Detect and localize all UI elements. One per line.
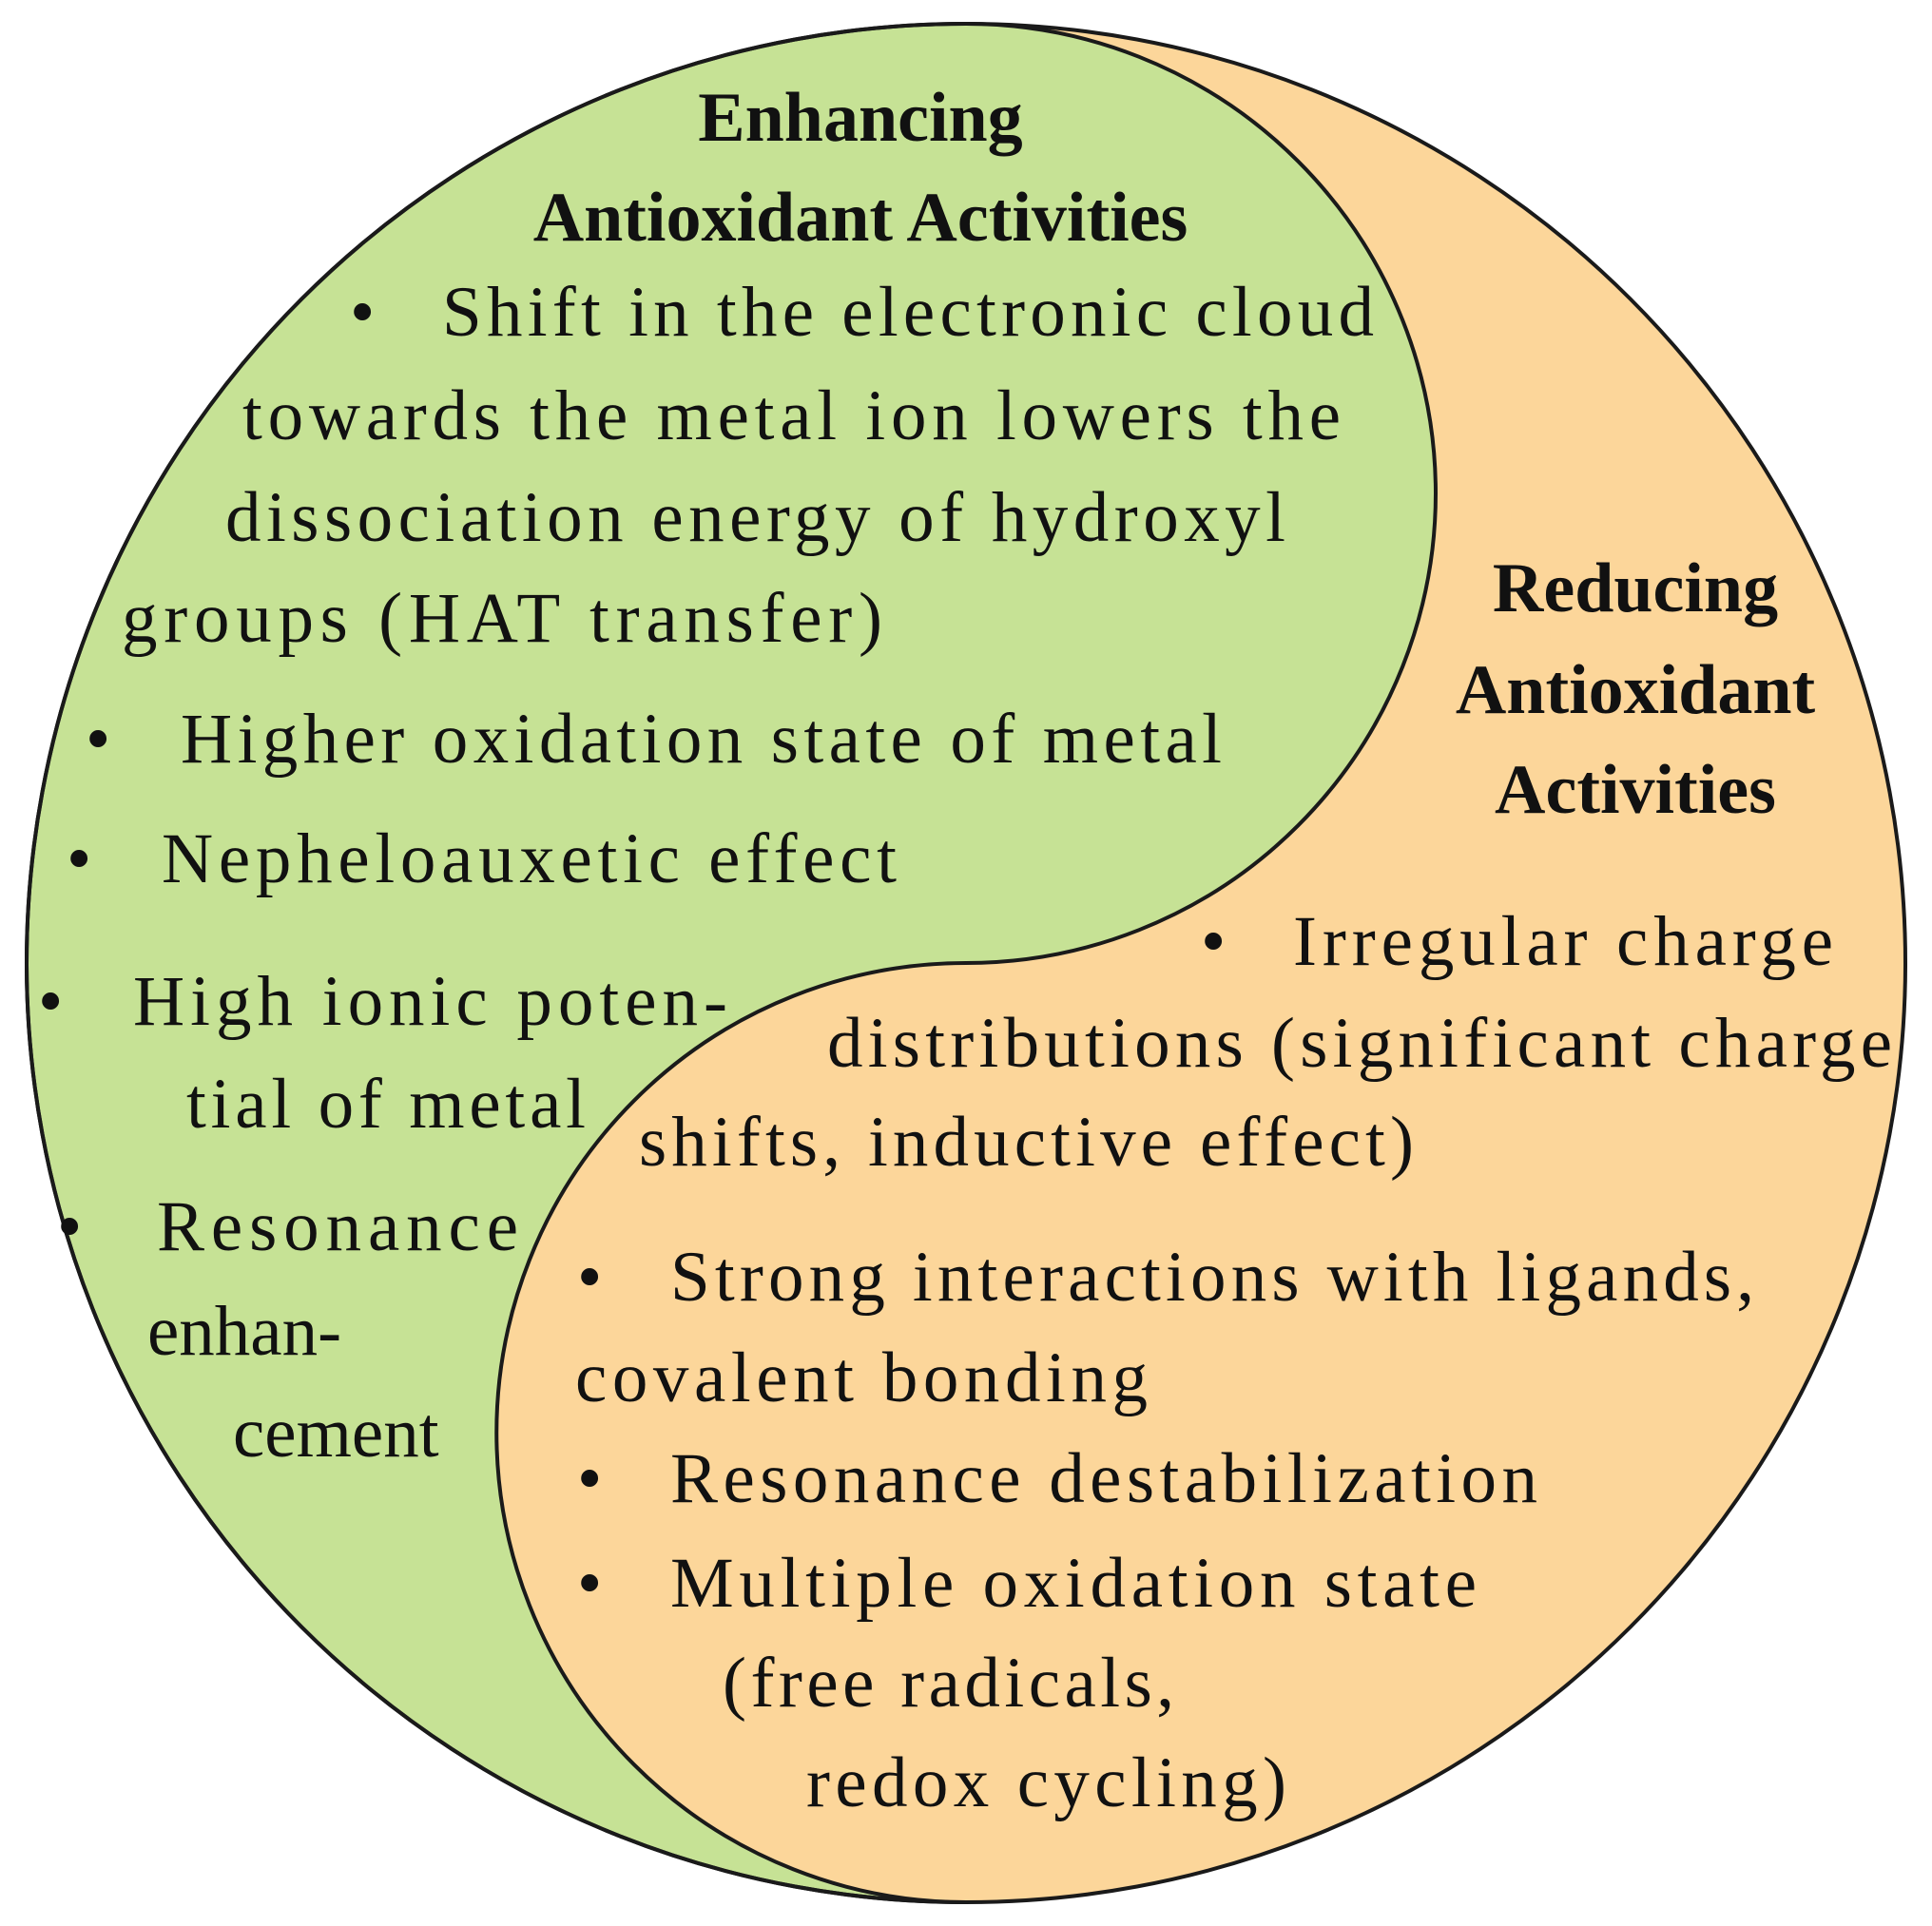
reducing-item-4-line-1: Multiple oxidation state bbox=[670, 1544, 1477, 1623]
reducing-item-1-line-3: shifts, inductive effect) bbox=[639, 1103, 1414, 1182]
enhancing-item-5-line-2: enhan- bbox=[147, 1292, 341, 1371]
enhancing-item-5-line-1: Resonance bbox=[157, 1187, 518, 1266]
reducing-item-3-line-1: Resonance destabilization bbox=[670, 1439, 1537, 1518]
reducing-bullet-1: • bbox=[1201, 902, 1226, 981]
reducing-item-2-line-2: covalent bonding bbox=[575, 1339, 1148, 1417]
reducing-item-1-line-1: Irregular charge bbox=[1293, 902, 1833, 981]
reducing-bullet-2: • bbox=[577, 1238, 602, 1317]
reducing-title-line1: Reducing bbox=[1493, 549, 1778, 627]
reducing-item-4-line-2: (free radicals, bbox=[723, 1644, 1174, 1723]
reducing-title-line3: Activities bbox=[1495, 751, 1776, 829]
enhancing-item-1-line-4: groups (HAT transfer) bbox=[122, 579, 882, 658]
reducing-title-line2: Antioxidant bbox=[1456, 651, 1816, 729]
enhancing-bullet-2: • bbox=[86, 700, 110, 779]
enhancing-item-1-line-3: dissociation energy of hydroxyl bbox=[225, 478, 1285, 557]
enhancing-bullet-5: • bbox=[57, 1187, 82, 1266]
enhancing-item-1-line-1: Shift in the electronic cloud bbox=[442, 273, 1374, 352]
enhancing-bullet-1: • bbox=[350, 273, 375, 352]
enhancing-bullet-4: • bbox=[38, 962, 63, 1041]
enhancing-section: Enhancing Antioxidant Activities • Shift… bbox=[38, 79, 1374, 1473]
reducing-item-1-line-2: distributions (significant charge bbox=[827, 1004, 1892, 1083]
reducing-section: Reducing Antioxidant Activities • Irregu… bbox=[575, 549, 1892, 1822]
enhancing-item-4-line-1: High ionic poten- bbox=[133, 962, 727, 1041]
reducing-bullet-3: • bbox=[577, 1439, 602, 1518]
enhancing-title-line2: Antioxidant Activities bbox=[533, 179, 1188, 257]
reducing-item-4-line-3: redox cycling) bbox=[806, 1743, 1286, 1822]
enhancing-item-3-line-1: Nepheloauxetic effect bbox=[162, 819, 897, 898]
reducing-bullet-4: • bbox=[577, 1544, 602, 1623]
reducing-item-2-line-1: Strong interactions with ligands, bbox=[670, 1238, 1754, 1317]
enhancing-item-5-line-3: cement bbox=[233, 1394, 439, 1473]
enhancing-item-4-line-2: tial of metal bbox=[186, 1065, 586, 1144]
outer-circle-outline bbox=[25, 22, 1907, 1904]
enhancing-bullet-3: • bbox=[67, 819, 91, 898]
enhancing-title-line1: Enhancing bbox=[698, 79, 1022, 157]
enhancing-item-1-line-2: towards the metal ion lowers the bbox=[242, 376, 1341, 455]
enhancing-item-2-line-1: Higher oxidation state of metal bbox=[181, 700, 1222, 779]
